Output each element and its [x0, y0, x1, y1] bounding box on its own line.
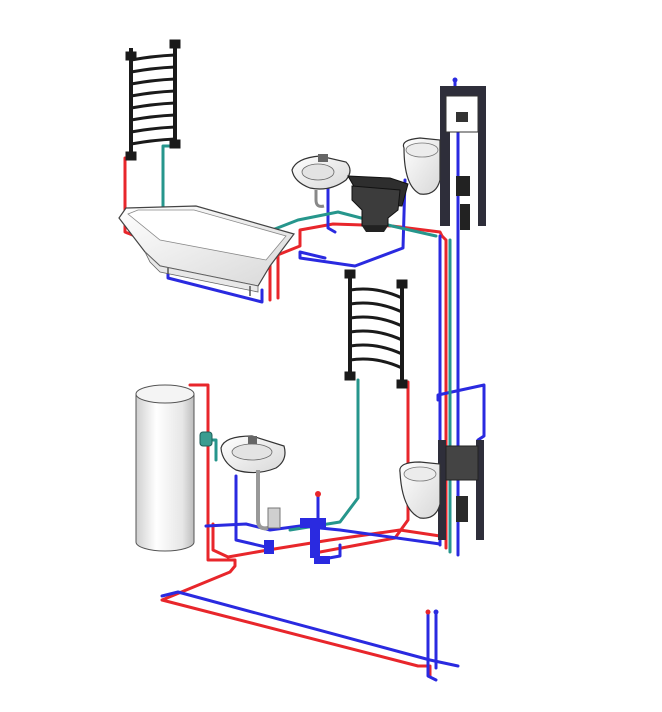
cold-pipe-lower-run — [204, 522, 442, 546]
return-pipe-bath-run — [260, 210, 438, 238]
pipe-fittings — [264, 77, 458, 615]
cold-pipe-lower-run-2 — [234, 474, 272, 550]
cold-pipe-floor-riser — [426, 610, 438, 682]
hot-pipe-heater-2 — [211, 522, 230, 559]
hot-pipe-lower-run — [226, 528, 442, 559]
return-pipe-radiator-lower — [288, 378, 360, 532]
washbasin-icon — [220, 435, 286, 531]
towel-radiator-icon — [344, 269, 408, 389]
wall-hung-toilet-icon — [399, 440, 484, 540]
cold-pipe-lower-wc — [436, 383, 486, 442]
cold-pipe-floor-run — [160, 590, 460, 668]
cold-riser-main — [453, 78, 460, 557]
water-heater-tank-icon — [135, 384, 213, 552]
washbasin-icon — [291, 154, 351, 208]
wall-hung-toilet-icon — [402, 86, 486, 230]
toilet-icon — [347, 175, 409, 232]
hot-pipe-radiator-lower — [318, 380, 410, 554]
cold-pipe-upper-basin — [298, 178, 407, 268]
towel-radiator-icon — [125, 39, 181, 161]
hot-pipe-heater — [160, 383, 432, 678]
cold-pipe-upper-basin-2 — [326, 183, 337, 234]
bathtub-icon — [118, 205, 296, 296]
cold-pipe-bath — [166, 270, 264, 304]
